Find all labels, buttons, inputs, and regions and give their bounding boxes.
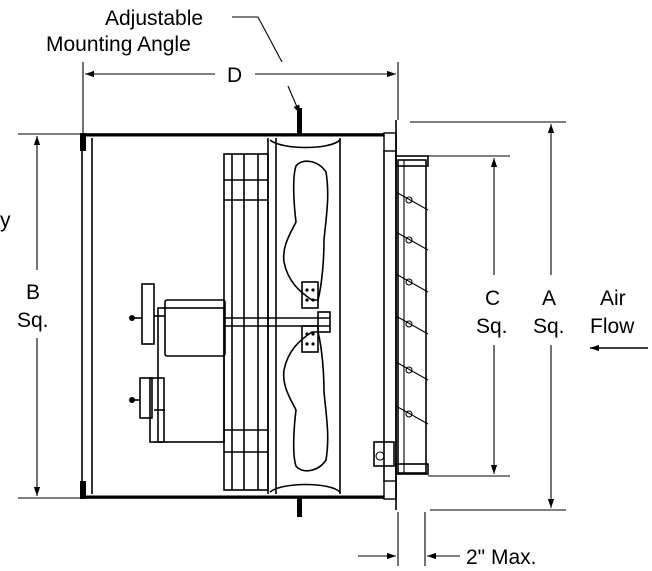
dimension-c-label-line1: C (485, 287, 500, 310)
mounting-angle-leader (232, 16, 283, 63)
motor (129, 283, 226, 443)
airflow-indicator: Air Flow (590, 287, 648, 352)
dimension-b-label-line2: Sq. (17, 309, 49, 332)
dimension-a: A Sq. (410, 121, 566, 511)
dimension-b-label-line1: B (26, 281, 40, 304)
dimension-a-label-line1: A (542, 287, 556, 310)
mounting-angle-label-line2: Mounting Angle (46, 33, 191, 56)
dimension-max: 2" Max. (358, 512, 536, 569)
dimension-c: C Sq. (428, 155, 510, 477)
fan-housing (80, 108, 427, 517)
dimension-d-label: D (227, 64, 242, 87)
shutter-louvers (373, 155, 429, 475)
dimension-b: B Sq. y (0, 133, 82, 499)
dimension-a-label-line2: Sq. (533, 315, 565, 338)
dimension-d: D (82, 62, 399, 134)
cut-off-letter: y (0, 209, 11, 232)
max-offset-label: 2" Max. (466, 546, 536, 569)
fan-mount-frame (223, 138, 385, 494)
airflow-label-line1: Air (600, 287, 626, 310)
dimension-c-label-line2: Sq. (476, 315, 508, 338)
airflow-label-line2: Flow (590, 315, 635, 338)
fan-blades (269, 139, 341, 493)
mounting-angle-label-line1: Adjustable (105, 7, 203, 30)
